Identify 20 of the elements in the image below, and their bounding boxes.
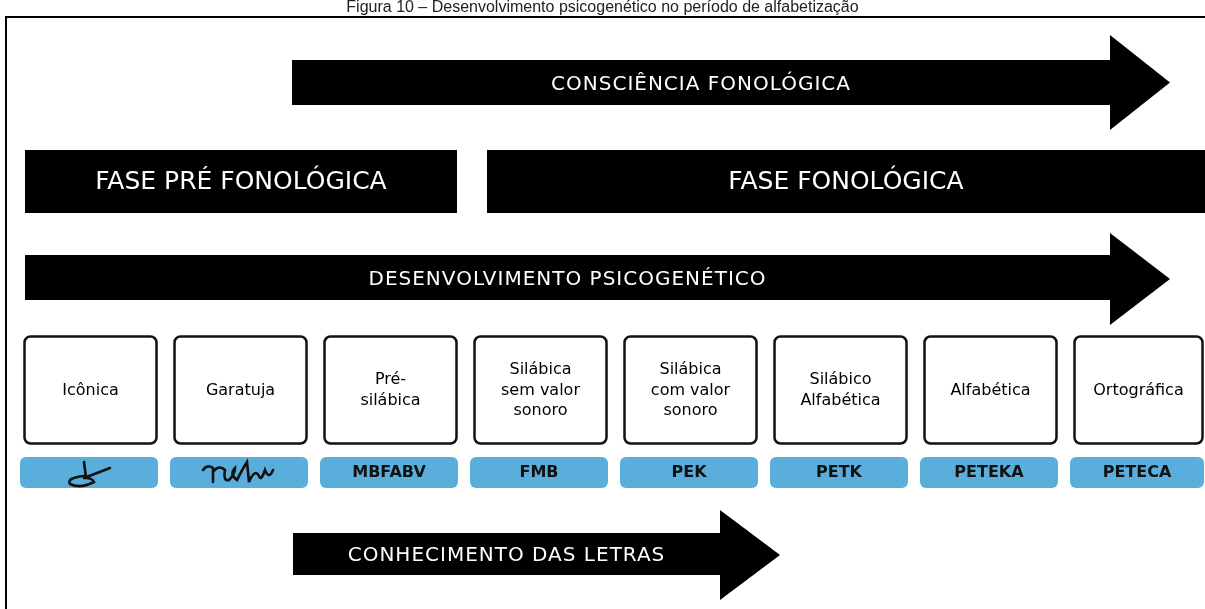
stage-label: Alfabética [950,379,1031,401]
phase-label: FASE FONOLÓGICA [728,165,964,198]
writing-sample-text: PEK [671,462,707,483]
writing-sample-text: PETK [816,462,862,483]
arrow-label: CONHECIMENTO DAS LETRAS [347,541,666,567]
writing-sample-text: PETECA [1102,462,1172,483]
writing-sample-text: FMB [519,462,559,483]
stage-label: Silábica sem valor sonoro [500,358,581,422]
stage-label: Silábico Alfabética [799,369,882,411]
stage-label: Ortográfica [1093,379,1184,401]
writing-sample-text: PETEKA [954,462,1024,483]
writing-sample-text: MBFABV [352,462,426,483]
stage-label: Icônica [62,379,119,401]
arrow-label: CONSCIÊNCIA FONOLÓGICA [551,69,851,96]
stage-label: Silábica com valor sonoro [649,358,732,422]
arrow-label: DESENVOLVIMENTO PSICOGENÉTICO [368,264,767,291]
phase-label: FASE PRÉ FONOLÓGICA [95,165,387,198]
stage-label: Pré- silábica [359,369,422,411]
figure-title: Figura 10 – Desenvolvimento psicogenético no período de alfabetização [345,0,860,16]
stage-label: Garatuja [205,379,276,401]
